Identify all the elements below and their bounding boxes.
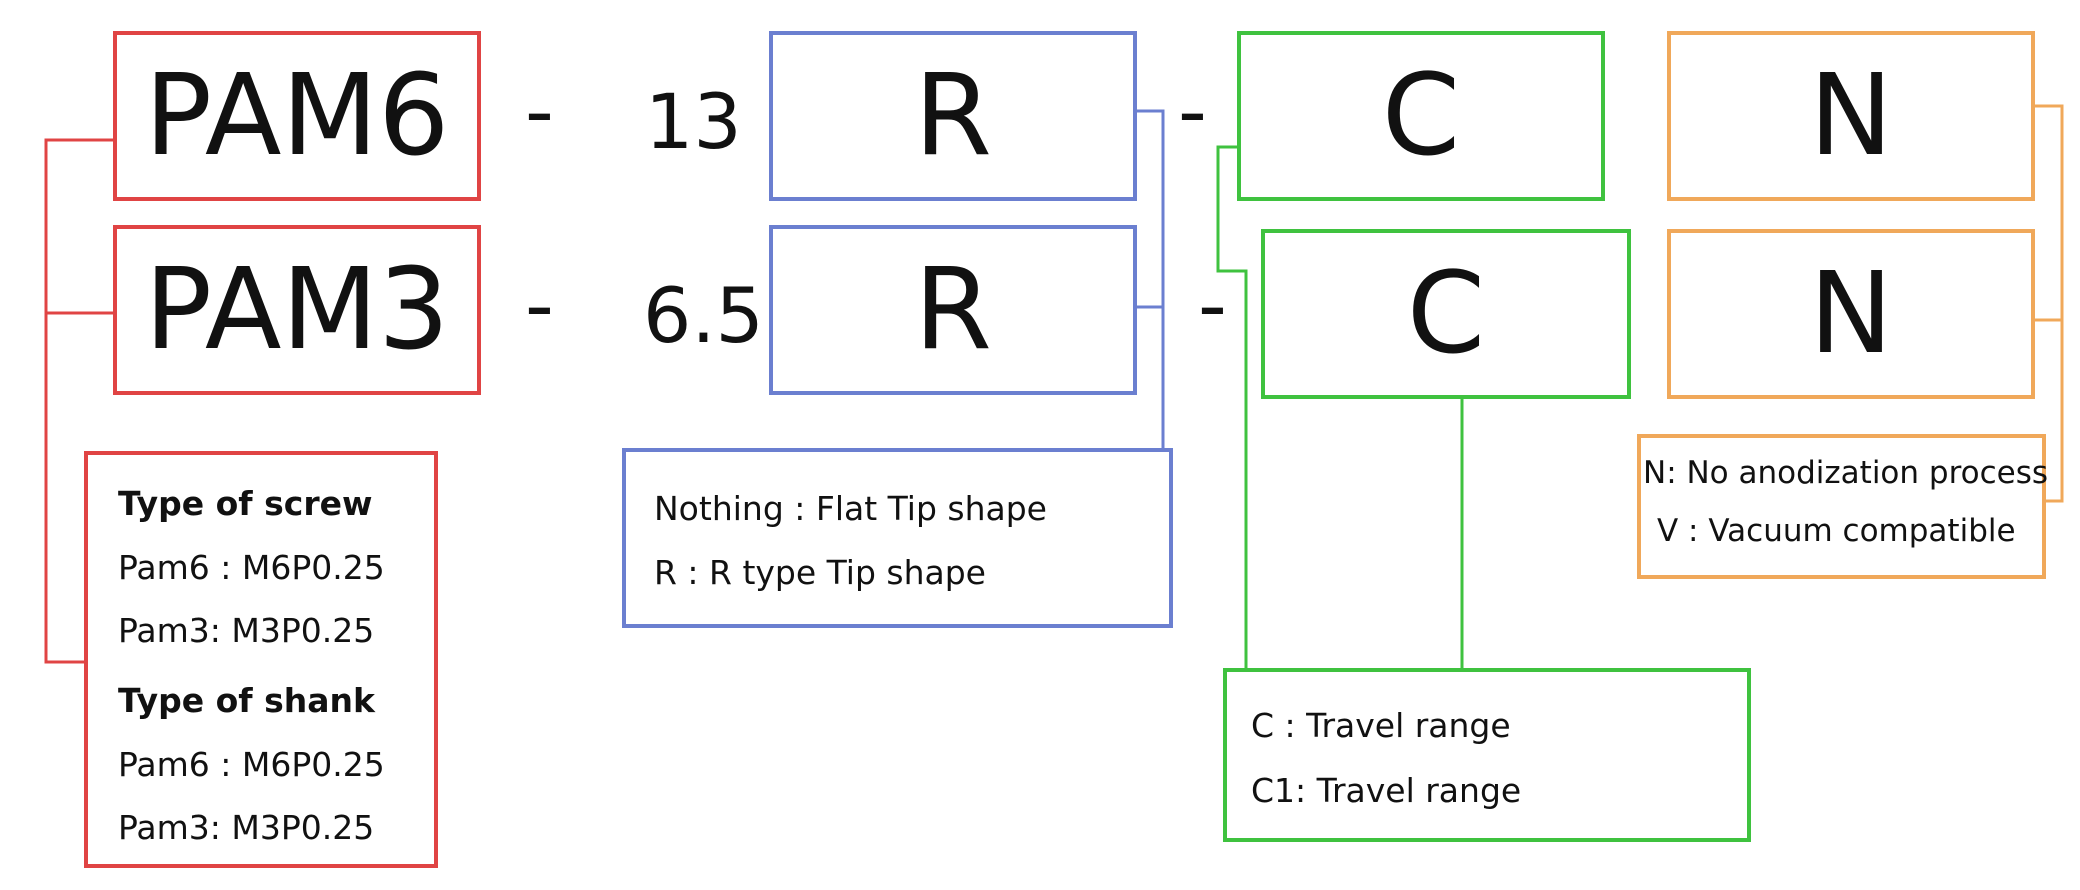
model-code-row1: PAM6 xyxy=(144,51,450,181)
finish-code-row1: N xyxy=(1809,51,1893,181)
model-box-row2: PAM3 xyxy=(113,225,481,395)
tip-box-row1: R xyxy=(769,31,1137,201)
travel-box-row2: C xyxy=(1261,229,1631,399)
model-legend-box: Type of screw Pam6 : M6P0.25 Pam3: M3P0.… xyxy=(84,451,438,868)
finish-legend-item: V : Vacuum compatible xyxy=(1657,513,2016,549)
shank-type-heading: Type of shank xyxy=(118,681,375,720)
tip-code-row2: R xyxy=(914,245,992,375)
travel-box-row1: C xyxy=(1237,31,1605,201)
tip-legend-item: Nothing : Flat Tip shape xyxy=(654,489,1047,528)
finish-code-row2: N xyxy=(1809,249,1893,379)
travel-code-row1: C xyxy=(1381,51,1461,181)
size-code-row2: 6.5 xyxy=(643,271,764,360)
finish-connector xyxy=(2032,104,2064,503)
model-box-row1: PAM6 xyxy=(113,31,481,201)
separator-dash: - xyxy=(525,65,554,158)
screw-type-heading: Type of screw xyxy=(118,484,373,523)
tip-connector xyxy=(1135,109,1165,448)
travel-code-row2: C xyxy=(1406,249,1486,379)
finish-legend-item: N: No anodization process xyxy=(1643,455,2049,491)
tip-legend-item: R : R type Tip shape xyxy=(654,553,986,592)
screw-type-item: Pam6 : M6P0.25 xyxy=(118,548,385,587)
separator-dash: - xyxy=(1178,65,1207,158)
tip-box-row2: R xyxy=(769,225,1137,395)
model-connector xyxy=(44,138,113,664)
finish-box-row1: N xyxy=(1667,31,2035,201)
shank-type-item: Pam6 : M6P0.25 xyxy=(118,745,385,784)
separator-dash: - xyxy=(1198,259,1227,352)
travel-legend-box: C : Travel range C1: Travel range xyxy=(1223,668,1751,842)
separator-dash: - xyxy=(525,259,554,352)
finish-legend-box: N: No anodization process V : Vacuum com… xyxy=(1637,434,2049,579)
finish-box-row2: N xyxy=(1667,229,2035,399)
tip-code-row1: R xyxy=(914,51,992,181)
shank-type-item: Pam3: M3P0.25 xyxy=(118,808,375,847)
size-code-row1: 13 xyxy=(645,77,742,166)
screw-type-item: Pam3: M3P0.25 xyxy=(118,611,375,650)
tip-legend-box: Nothing : Flat Tip shape R : R type Tip … xyxy=(622,448,1173,628)
travel-legend-item: C1: Travel range xyxy=(1251,771,1522,810)
travel-connector xyxy=(1216,145,1464,668)
travel-legend-item: C : Travel range xyxy=(1251,706,1511,745)
model-code-row2: PAM3 xyxy=(144,245,450,375)
